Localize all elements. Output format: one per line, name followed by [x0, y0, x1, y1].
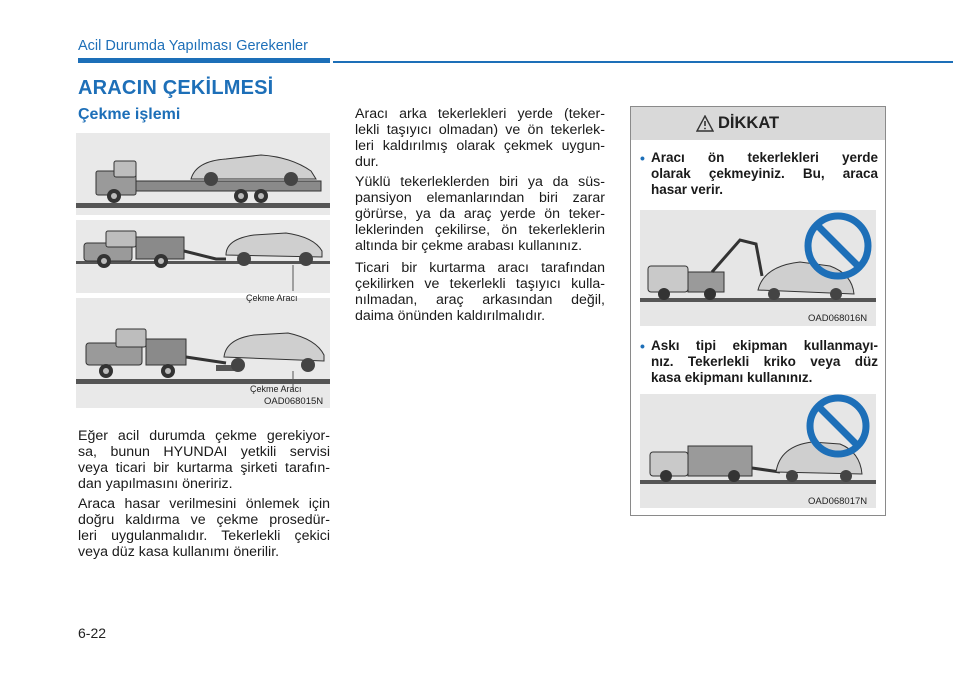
text-line: Yüklü tekerleklerden biri ya da süs-	[355, 174, 605, 190]
prohibited-towing-figure-1	[640, 210, 876, 326]
text-line: Aracı ön tekerlekleri yerde	[651, 150, 878, 165]
text-line: altında bir çekme arabası kullanınız.	[355, 238, 583, 254]
text-line: doğru kaldırma ve çekme prosedür-	[78, 512, 330, 528]
text-line: hasar verir.	[651, 182, 724, 197]
tow-dolly-label-2: Çekme Aracı	[250, 384, 302, 394]
text-line: lekli taşıyıcı olmadan) ve ön tekerlek-	[355, 122, 605, 138]
text-line: dan yapılmasını öneririz.	[78, 476, 233, 492]
left-paragraph-2: Araca hasar verilmesini önlemek için doğ…	[78, 496, 330, 560]
bullet-dot-icon: •	[640, 150, 645, 166]
text-line: olarak çekmeyiniz. Bu, araca	[651, 166, 878, 181]
caution-bullet-1: • Aracı ön tekerlekleri yerde olarak çek…	[640, 150, 878, 198]
tow-dolly-truck-icon	[85, 328, 325, 389]
left-paragraph-1: Eğer acil durumda çekme gerekiyor- sa, b…	[78, 428, 330, 492]
prohibited-towing-figure-2	[640, 394, 876, 508]
header-rule-thin	[333, 61, 953, 63]
sling-type-illustration	[640, 394, 876, 484]
towing-methods-illustration	[76, 133, 330, 408]
middle-paragraph-1: Aracı arka tekerlekleri yerde (teker- le…	[355, 106, 605, 170]
caution-title: DİKKAT	[718, 114, 780, 132]
caution-bullet-2: • Askı tipi ekipman kullanmayı- nız. Tek…	[640, 338, 878, 386]
page-number: 6-22	[78, 625, 107, 641]
text-line: pansiyon elemanlarından biri zarar	[355, 190, 605, 206]
text-line: leri uygulanmalıdır. Tekerlekli çekici	[78, 528, 330, 544]
text-line: çekilirken ve tekerlekli taşıyıcı kulla-	[355, 276, 605, 292]
middle-paragraph-2: Yüklü tekerleklerden biri ya da süs- pan…	[355, 174, 605, 254]
text-line: görürse, ya da araç yerde ön teker-	[355, 206, 605, 222]
text-line: Aracı arka tekerlekleri yerde (teker-	[355, 106, 605, 122]
text-line: Ticari bir kurtarma aracı tarafından	[355, 260, 605, 276]
text-line: daima önünden kaldırılmalıdır.	[355, 308, 546, 324]
subtitle: Çekme işlemi	[78, 106, 181, 123]
page-title: ARACIN ÇEKİLMESİ	[78, 77, 274, 99]
text-line: leri kaldırılmış olarak çekmek uygun-	[355, 138, 605, 154]
text-line: nız. Tekerlekli kriko veya düz	[651, 354, 878, 369]
text-line: nılmadan, araç arkasından değil,	[355, 292, 605, 308]
caution-header	[631, 107, 885, 140]
tow-dolly-label-1: Çekme Aracı	[246, 293, 298, 303]
text-line: kasa ekipmanı kullanınız.	[651, 370, 813, 385]
warning-triangle-icon	[696, 115, 714, 132]
text-line: leklerinden çekilirse, ön tekerleklerin	[355, 222, 605, 238]
section-header: Acil Durumda Yapılması Gerekenler	[78, 38, 308, 54]
towing-methods-figure: Çekme Aracı Çekme Aracı	[76, 133, 330, 408]
flatbed-truck-icon	[95, 154, 322, 203]
front-wheels-down-illustration	[640, 212, 876, 302]
text-line: veya düz kasa kullanımı önerilir.	[78, 544, 280, 560]
middle-paragraph-3: Ticari bir kurtarma aracı tarafından çek…	[355, 260, 605, 324]
wheel-lift-truck-icon	[83, 230, 323, 291]
figure-code-2: OAD068017N	[808, 496, 868, 507]
figure-code-1: OAD068016N	[808, 313, 868, 324]
text-line: Araca hasar verilmesini önlemek için	[78, 496, 330, 512]
bullet-dot-icon: •	[640, 338, 645, 354]
text-line: veya ticari bir kurtarma şirketi tarafın…	[78, 460, 330, 476]
text-line: Eğer acil durumda çekme gerekiyor-	[78, 428, 330, 444]
figure-code-main: OAD068015N	[264, 396, 324, 407]
header-rule-thick	[78, 58, 330, 63]
text-line: sa, bunun HYUNDAI yetkili servisi	[78, 444, 330, 460]
text-line: dur.	[355, 154, 379, 170]
text-line: Askı tipi ekipman kullanmayı-	[651, 338, 878, 353]
caution-box	[630, 106, 886, 516]
